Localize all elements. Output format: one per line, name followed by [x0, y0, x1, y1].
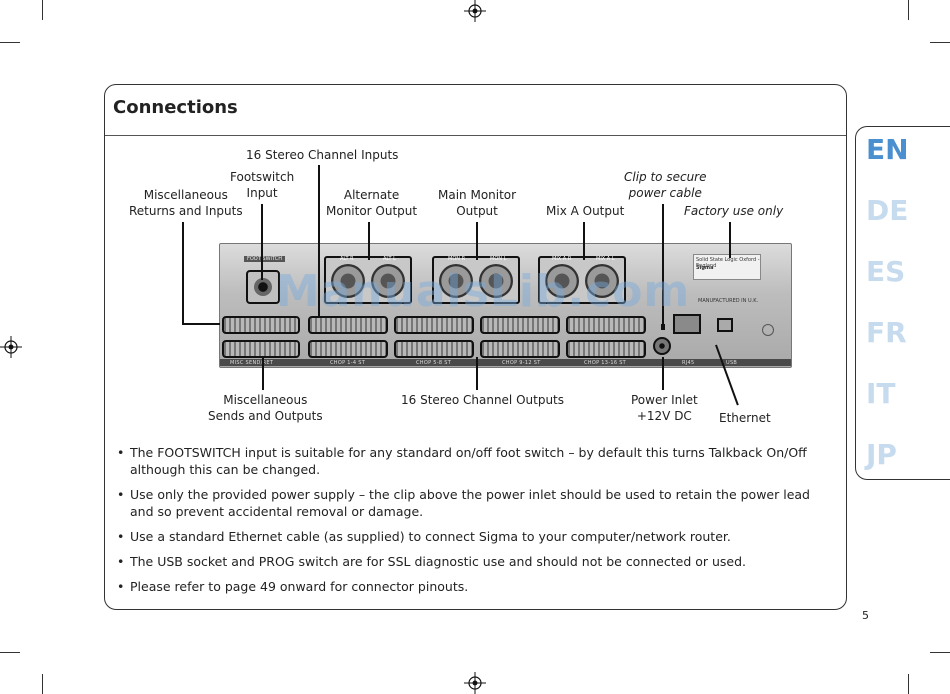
watermark: ManualsLib.com: [275, 266, 691, 317]
label-factory: Factory use only: [684, 204, 784, 218]
tab-en[interactable]: EN: [866, 133, 909, 166]
alt-monitor-connectors: [324, 256, 412, 304]
panel-label: ALT R: [340, 256, 354, 262]
leader-line: [368, 222, 370, 260]
tab-fr[interactable]: FR: [866, 316, 907, 349]
crop-mark: [42, 674, 43, 694]
registration-mark-icon: [464, 672, 486, 694]
panel-label: MIX A R: [552, 256, 572, 262]
bottom-label-strip: MISC SEND/RET CHOP 1-4 ST CHOP 5-8 ST CH…: [220, 359, 791, 366]
leader-line: [476, 357, 478, 390]
ethernet-port: [673, 314, 701, 334]
stereo-input-connector: [566, 316, 646, 334]
tab-it[interactable]: IT: [866, 377, 896, 410]
stereo-input-connector: [394, 316, 474, 334]
crop-mark: [0, 652, 20, 653]
stereo-input-connector: [308, 316, 388, 334]
usb-port: [717, 318, 733, 332]
cable-clip: [661, 324, 665, 330]
panel-label: MON R: [448, 256, 466, 262]
stereo-input-connector: [480, 316, 560, 334]
label-power-inlet: Power Inlet+12V DC: [631, 393, 698, 423]
crop-mark: [930, 42, 950, 43]
leader-line: [583, 222, 585, 260]
leader-line: [318, 165, 320, 317]
panel-label: ALT L: [383, 256, 396, 262]
crop-mark: [930, 652, 950, 653]
list-item: Use a standard Ethernet cable (as suppli…: [117, 528, 837, 545]
leader-line: [182, 323, 220, 325]
power-inlet-socket: [653, 337, 671, 355]
tab-es[interactable]: ES: [866, 255, 906, 288]
tab-jp[interactable]: JP: [866, 438, 897, 471]
tab-de[interactable]: DE: [866, 194, 909, 227]
notes-list: The FOOTSWITCH input is suitable for any…: [117, 444, 837, 603]
misc-return-connector: [222, 316, 300, 334]
label-ethernet: Ethernet: [719, 411, 771, 425]
label-stereo-inputs: 16 Stereo Channel Inputs: [246, 148, 399, 162]
mix-a-connectors: [538, 256, 626, 304]
crop-mark: [42, 0, 43, 20]
leader-line: [662, 204, 664, 324]
list-item: Use only the provided power supply – the…: [117, 486, 837, 520]
label-mix-a: Mix A Output: [546, 204, 625, 218]
crop-mark: [908, 0, 909, 20]
leader-line: [476, 222, 478, 260]
language-tabs: EN DE ES FR IT JP: [855, 126, 950, 480]
list-item: Please refer to page 49 onward for conne…: [117, 578, 837, 595]
leader-line: [729, 222, 731, 258]
panel-label: MIX A L: [596, 256, 615, 262]
misc-send-connector: [222, 340, 300, 358]
page-number: 5: [862, 609, 869, 622]
leader-line: [262, 357, 264, 390]
leader-line: [261, 204, 263, 280]
panel-label: MON L: [490, 256, 507, 262]
leader-line: [662, 357, 664, 390]
list-item: The FOOTSWITCH input is suitable for any…: [117, 444, 837, 478]
registration-mark-icon: [464, 0, 486, 22]
stereo-output-connector: [566, 340, 646, 358]
page-title: Connections: [113, 97, 238, 118]
heading-divider: [105, 135, 846, 136]
panel-label: FOOT SWITCH: [244, 256, 285, 262]
label-stereo-outputs: 16 Stereo Channel Outputs: [401, 393, 565, 407]
stereo-output-connector: [480, 340, 560, 358]
crop-mark: [908, 674, 909, 694]
ground-icon: [762, 324, 774, 336]
manufactured-label: MANUFACTURED IN U.K.: [698, 298, 759, 304]
stereo-output-connector: [308, 340, 388, 358]
serial-sticker: Solid State Logic Oxford - England Sigma: [693, 254, 761, 280]
stereo-output-connector: [394, 340, 474, 358]
footswitch-jack: [246, 270, 280, 304]
list-item: The USB socket and PROG switch are for S…: [117, 553, 837, 570]
crop-mark: [0, 42, 20, 43]
leader-line: [182, 222, 184, 324]
rear-panel-photo: FOOT SWITCH ALT R ALT L MON R MON L MIX …: [219, 243, 792, 368]
registration-mark-icon: [0, 336, 22, 358]
